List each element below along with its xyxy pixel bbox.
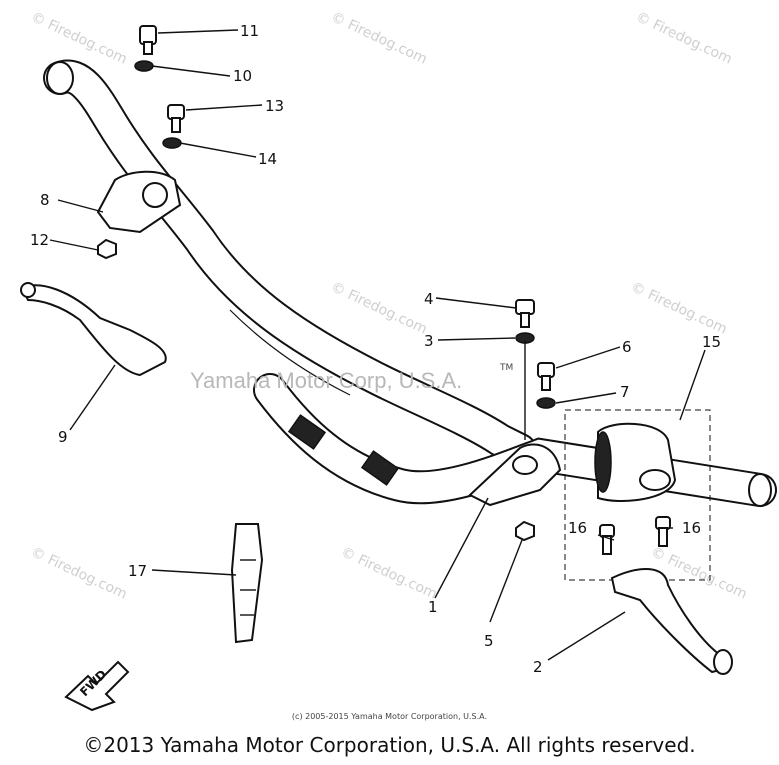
throttle-assembly [564,409,711,581]
callout-12: 12 [30,231,49,249]
callout-10: 10 [233,67,252,85]
callout-9: 9 [58,428,68,446]
footer-copyright: ©2013 Yamaha Motor Corporation, U.S.A. A… [83,733,696,757]
center-watermark: Yamaha Motor Corp, U.S.A. [190,368,462,393]
watermark: © Firedog.com [328,279,429,338]
trademark-mark: TM [499,363,513,373]
watermark-layer: © Firedog.com © Firedog.com © Firedog.co… [28,9,749,603]
callout-16-right: 16 [682,519,701,537]
callout-7: 7 [620,383,630,401]
handlebar-clamp-right [468,299,562,542]
callout-6: 6 [622,338,632,356]
watermark: © Firedog.com [628,279,729,338]
watermark: © Firedog.com [338,544,439,603]
watermark: © Firedog.com [633,9,734,68]
strap [230,523,264,644]
callout-3: 3 [424,332,434,350]
clutch-lever [20,282,167,377]
small-copyright: (c) 2005-2015 Yamaha Motor Corporation, … [291,712,488,721]
callout-2: 2 [533,658,543,676]
fwd-arrow: FWD [64,660,130,712]
callout-17: 17 [128,562,147,580]
callout-15: 15 [702,333,721,351]
callout-4: 4 [424,290,434,308]
callout-labels: 11 10 13 14 8 12 9 4 3 6 7 15 16 16 1 5 … [30,22,721,676]
callout-8: 8 [40,191,50,209]
watermark: © Firedog.com [28,544,129,603]
callout-16-left: 16 [568,519,587,537]
callout-5: 5 [484,632,494,650]
callout-14: 14 [258,150,277,168]
callout-11: 11 [240,22,259,40]
callout-1: 1 [428,598,438,616]
callout-13: 13 [265,97,284,115]
watermark: © Firedog.com [28,9,129,68]
handlebar [43,59,777,507]
watermark: © Firedog.com [328,9,429,68]
leader-lines [49,29,706,661]
brake-lever [610,567,733,675]
